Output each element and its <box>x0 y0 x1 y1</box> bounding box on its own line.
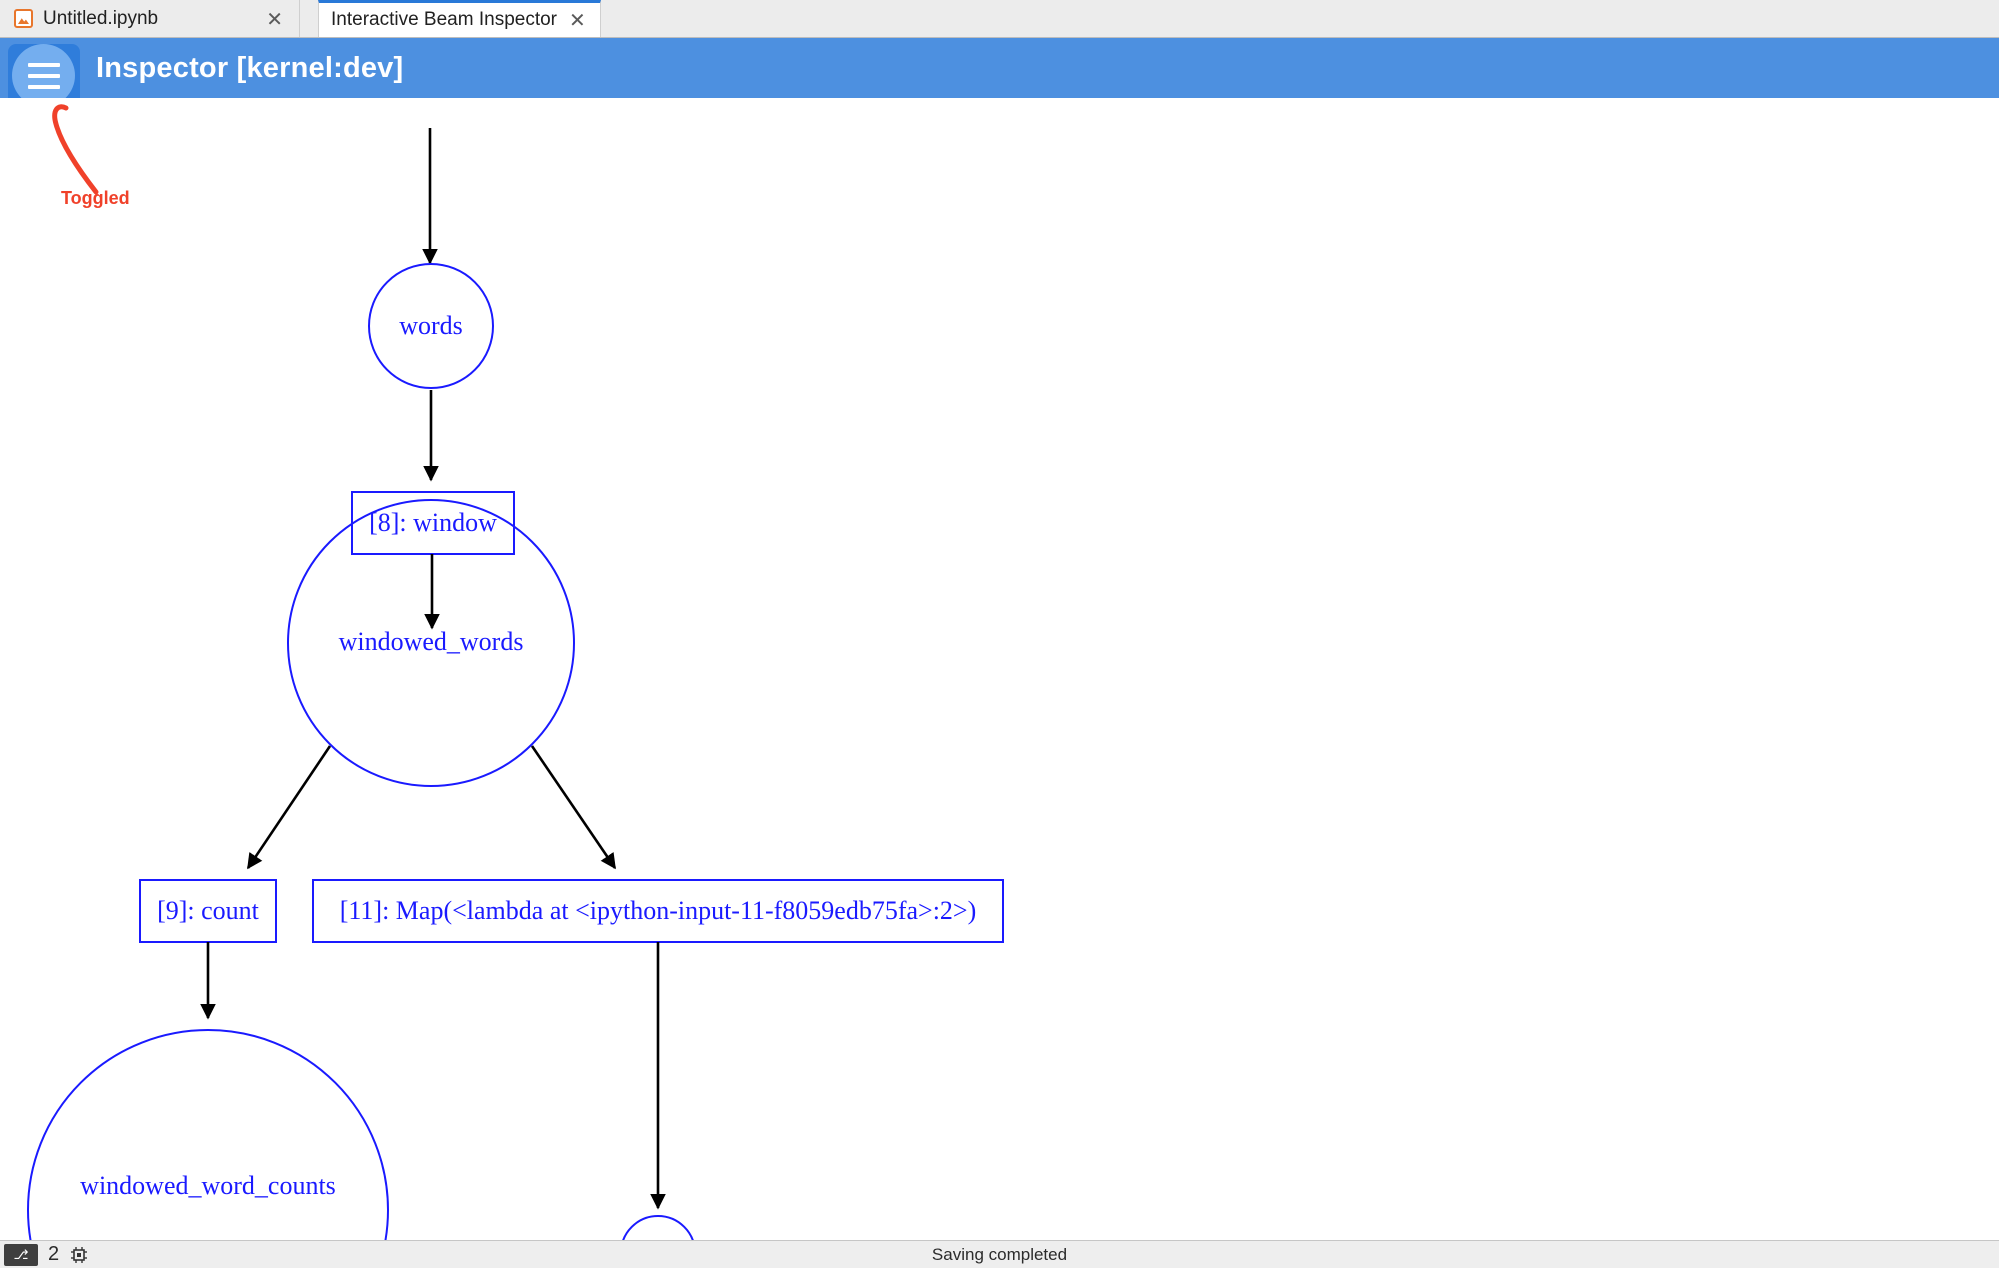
node-circle <box>27 1029 389 1240</box>
node-label: words <box>399 311 463 340</box>
tab-interactive-beam-inspector[interactable]: Interactive Beam Inspector ✕ <box>318 0 601 37</box>
graph-node-unnamed[interactable] <box>621 1215 695 1240</box>
page-title: Inspector [kernel:dev] <box>96 51 404 84</box>
chip-icon[interactable] <box>69 1245 89 1265</box>
status-message: Saving completed <box>931 1244 1068 1264</box>
edge-windowed-words-count <box>246 745 332 870</box>
close-icon[interactable]: ✕ <box>569 8 586 32</box>
hamburger-menu-button[interactable] <box>8 44 80 107</box>
terminal-icon[interactable]: ⎇ <box>4 1243 38 1266</box>
node-label: windowed_words <box>339 627 524 656</box>
graph-node-windowed-words[interactable]: windowed_words <box>287 499 575 787</box>
hamburger-icon <box>28 62 60 89</box>
tab-bar-filler <box>600 0 1999 37</box>
toggled-annotation-arrow <box>52 104 99 195</box>
node-label: [8]: window <box>369 508 497 537</box>
status-bar-left: ⎇ 2 <box>0 1243 89 1266</box>
node-label: [9]: count <box>157 896 260 925</box>
node-label: [11]: Map(<lambda at <ipython-input-11-f… <box>340 896 977 925</box>
edge-windowed-words-map <box>530 745 617 870</box>
kernel-count: 2 <box>48 1243 60 1265</box>
tab-label: Interactive Beam Inspector <box>331 9 557 30</box>
node-circle <box>287 499 575 787</box>
node-circle <box>622 1215 694 1240</box>
toggled-annotation-label: Toggled <box>61 188 130 208</box>
node-circle <box>368 263 494 389</box>
status-bar: ⎇ 2 Saving completed <box>0 1240 1999 1268</box>
node-label: windowed_word_counts <box>80 1171 336 1200</box>
close-icon[interactable]: ✕ <box>266 6 283 31</box>
beam-graph-canvas[interactable]: words [8]: window windowed_words <box>0 98 1999 1240</box>
inspector-header: Inspector [kernel:dev] <box>0 38 1999 107</box>
tab-untitled-ipynb[interactable]: Untitled.ipynb ✕ <box>0 0 300 37</box>
graph-node-windowed-word-counts[interactable]: windowed_word_counts <box>27 1029 389 1240</box>
notebook-icon <box>14 9 33 28</box>
graph-node-count[interactable]: [9]: count <box>139 879 277 943</box>
tab-label: Untitled.ipynb <box>43 7 159 29</box>
graph-node-words[interactable]: words <box>368 263 494 389</box>
graph-node-window[interactable]: [8]: window <box>351 491 515 555</box>
graph-svg: words [8]: window windowed_words <box>27 128 1004 1240</box>
tab-bar: Untitled.ipynb ✕ Interactive Beam Inspec… <box>0 0 1999 38</box>
graph-node-map[interactable]: [11]: Map(<lambda at <ipython-input-11-f… <box>312 879 1004 943</box>
